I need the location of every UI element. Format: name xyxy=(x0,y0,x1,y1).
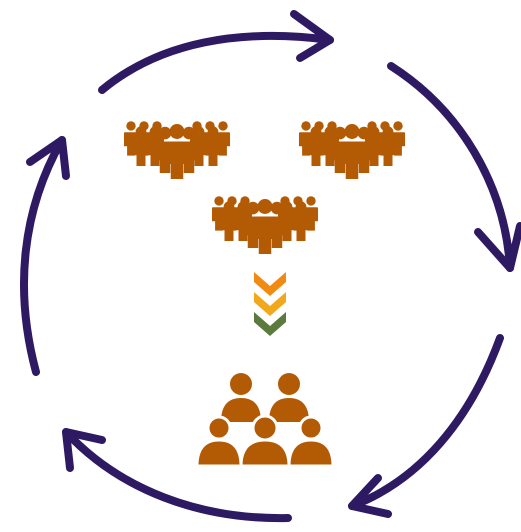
arrow-curved-icon xyxy=(20,136,70,376)
arrow-curved-icon xyxy=(387,62,521,272)
arrow-curved-icon xyxy=(348,334,504,518)
chevron-down-icon xyxy=(254,272,286,296)
team-icon xyxy=(195,373,335,468)
crowd-icon xyxy=(212,196,318,254)
chevron-stack xyxy=(254,272,286,336)
crowd-icon xyxy=(124,121,230,179)
cycle-arrows xyxy=(20,10,521,523)
crowd-icon xyxy=(299,121,405,179)
arrow-curved-icon xyxy=(98,10,334,94)
arrow-curved-icon xyxy=(62,428,292,523)
